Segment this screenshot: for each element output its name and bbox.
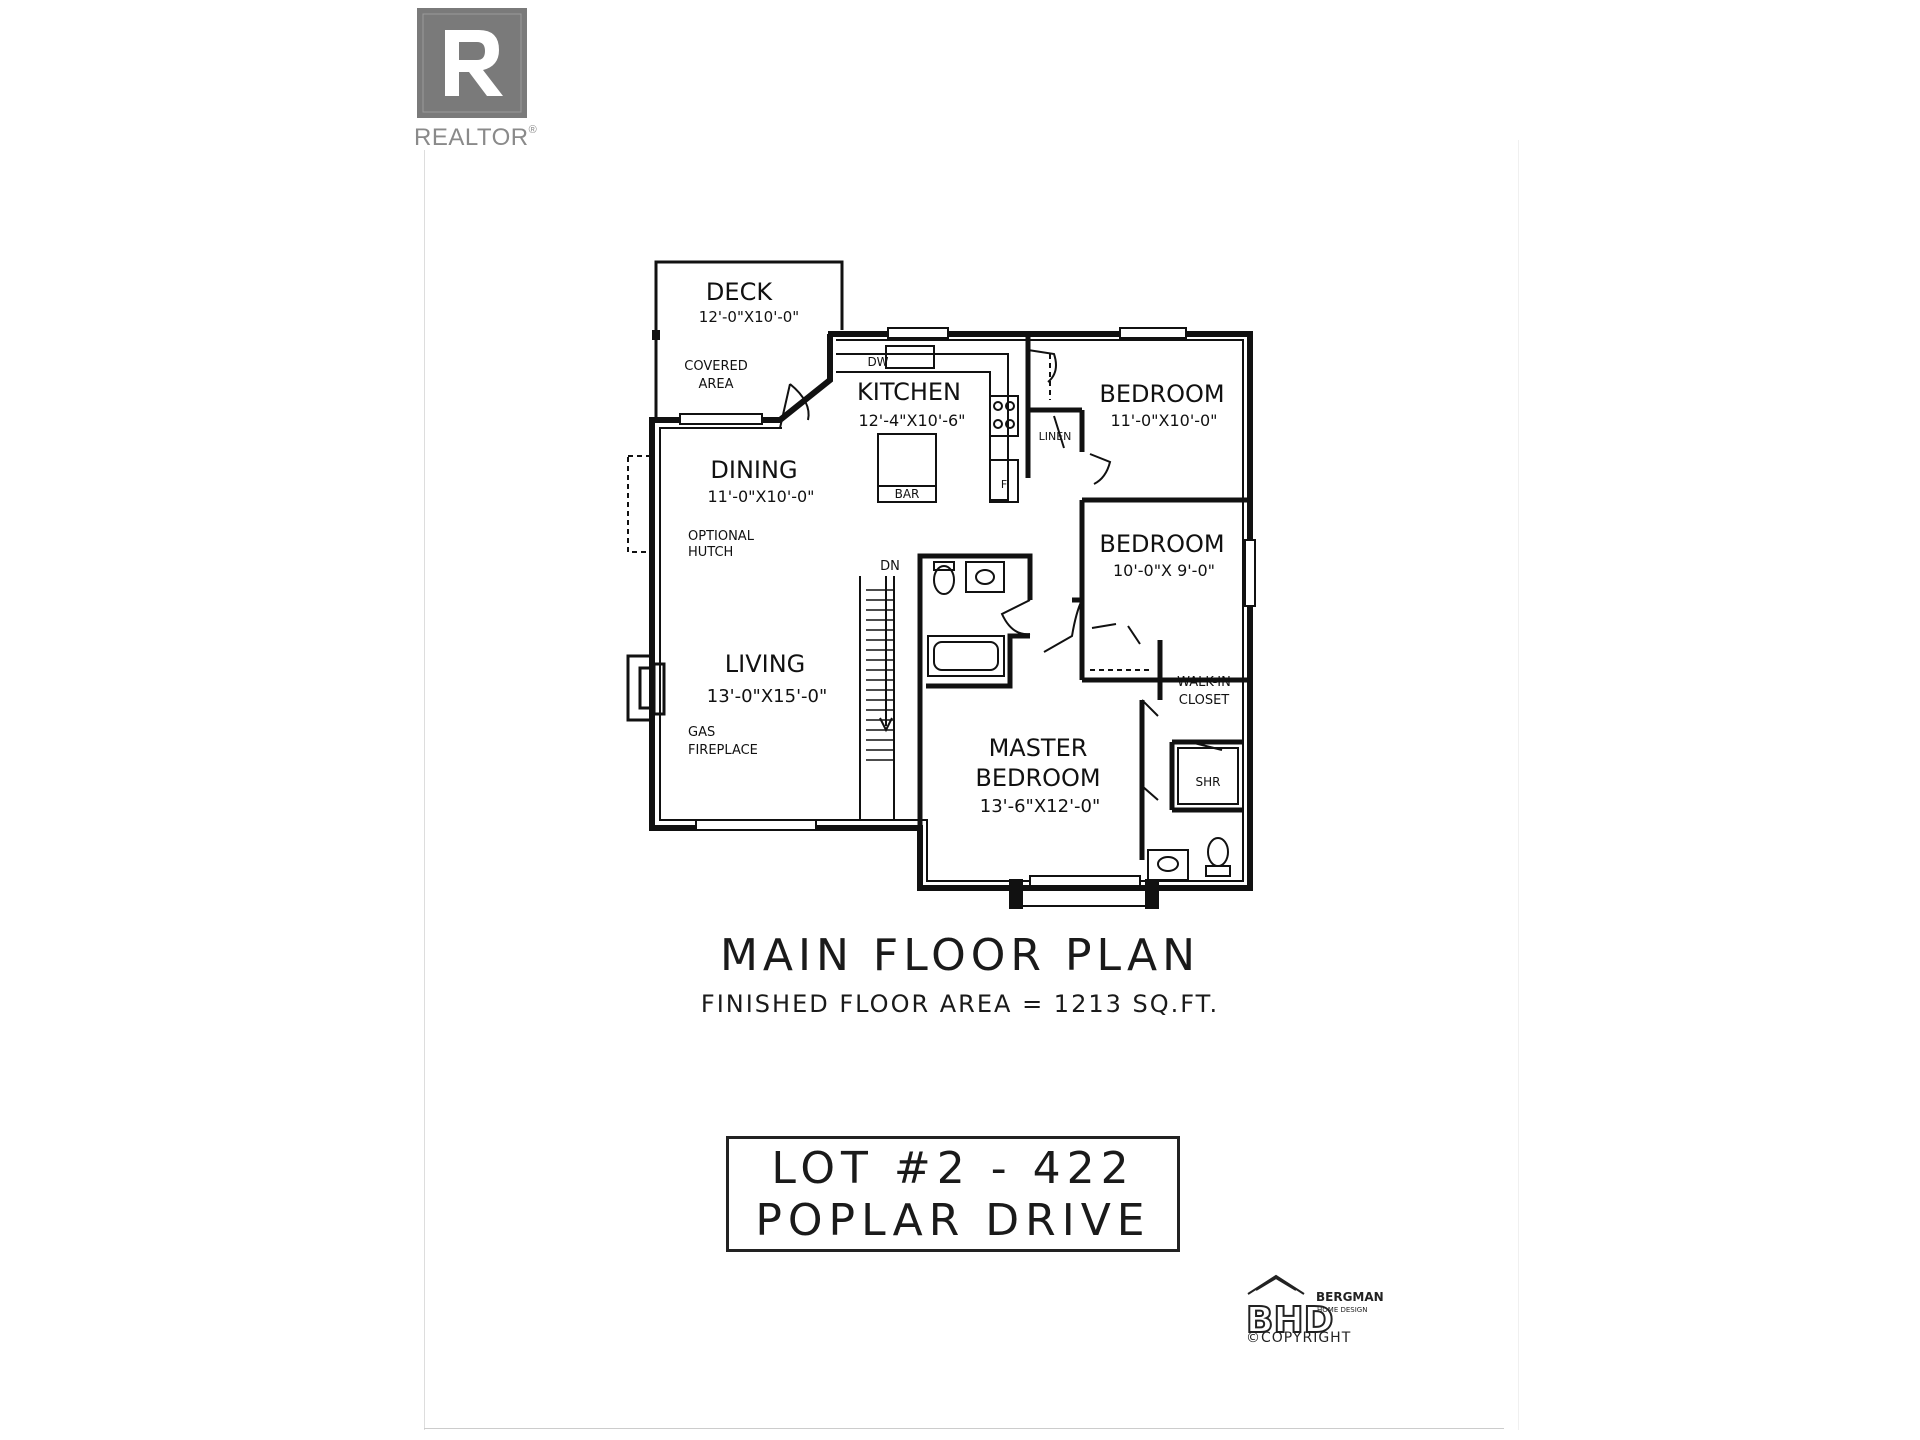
fireplace	[626, 654, 666, 722]
dining-label: DINING	[710, 456, 797, 484]
bedroom2-size: 10'-0"X 9'-0"	[1113, 561, 1215, 580]
deck-label: DECK	[706, 278, 773, 306]
optional-hutch	[627, 455, 653, 553]
fireplace-label-1: GAS	[688, 725, 715, 740]
fridge-label: F	[1001, 478, 1007, 491]
sheet-edge	[424, 1428, 1504, 1429]
stairs	[859, 576, 895, 820]
deck-outline	[652, 260, 844, 418]
sheet-edge	[1518, 140, 1519, 1430]
street-name: POPLAR DRIVE	[755, 1195, 1151, 1246]
svg-text:BHD: BHD	[1246, 1300, 1333, 1341]
sheet-edge	[424, 150, 425, 1430]
lot-address-box: LOT #2 - 422 POPLAR DRIVE	[726, 1136, 1180, 1252]
master-size: 13'-6"X12'-0"	[980, 796, 1101, 817]
hutch-label-2: HUTCH	[688, 545, 733, 560]
deck-size: 12'-0"X10'-0"	[699, 308, 799, 326]
door-swings	[779, 349, 1223, 801]
designer-name: BERGMAN	[1316, 1290, 1384, 1304]
master-label-2: BEDROOM	[975, 764, 1100, 792]
dining-size: 11'-0"X10'-0"	[707, 487, 814, 506]
interior-walls	[917, 334, 1250, 860]
linen-label: LINEN	[1039, 430, 1072, 443]
covered-label-2: AREA	[698, 377, 733, 392]
realtor-wordmark: REALTOR®	[414, 124, 538, 151]
living-label: LIVING	[725, 650, 806, 678]
room-labels: DECK 12'-0"X10'-0" COVERED AREA KITCHEN …	[684, 278, 1231, 817]
covered-label-1: COVERED	[684, 359, 747, 374]
bar-label: BAR	[895, 487, 920, 501]
bathroom-fixtures	[927, 561, 1239, 881]
fireplace-label-2: FIREPLACE	[688, 743, 758, 758]
master-label-1: MASTER	[989, 734, 1088, 762]
living-size: 13'-0"X15'-0"	[707, 686, 828, 707]
bhd-logo-icon: BHD	[1245, 1274, 1334, 1342]
kitchen-label: KITCHEN	[857, 378, 961, 406]
hutch-label-1: OPTIONAL	[688, 529, 755, 544]
realtor-r-icon	[417, 8, 527, 118]
kitchen-size: 12'-4"X10'-6"	[858, 411, 965, 430]
copyright-label: ©COPYRIGHT	[1246, 1330, 1352, 1346]
dishwasher-label: DW	[867, 355, 888, 369]
designer-subtitle: HOME DESIGN	[1317, 1306, 1368, 1314]
walkin-label-1: WALK-IN	[1177, 675, 1231, 690]
windows	[679, 327, 1256, 909]
bedroom1-size: 11'-0"X10'-0"	[1110, 411, 1217, 430]
stairs-label: DN	[880, 559, 900, 574]
walkin-label-2: CLOSET	[1179, 693, 1230, 708]
plan-title: MAIN FLOOR PLAN	[719, 930, 1201, 981]
bedroom2-label: BEDROOM	[1099, 530, 1224, 558]
kitchen-counters	[836, 345, 1019, 503]
shower-label: SHR	[1196, 775, 1221, 789]
floor-area-subtitle: FINISHED FLOOR AREA = 1213 SQ.FT.	[700, 990, 1220, 1018]
lot-number: LOT #2 - 422	[771, 1143, 1135, 1194]
bedroom1-label: BEDROOM	[1099, 380, 1224, 408]
